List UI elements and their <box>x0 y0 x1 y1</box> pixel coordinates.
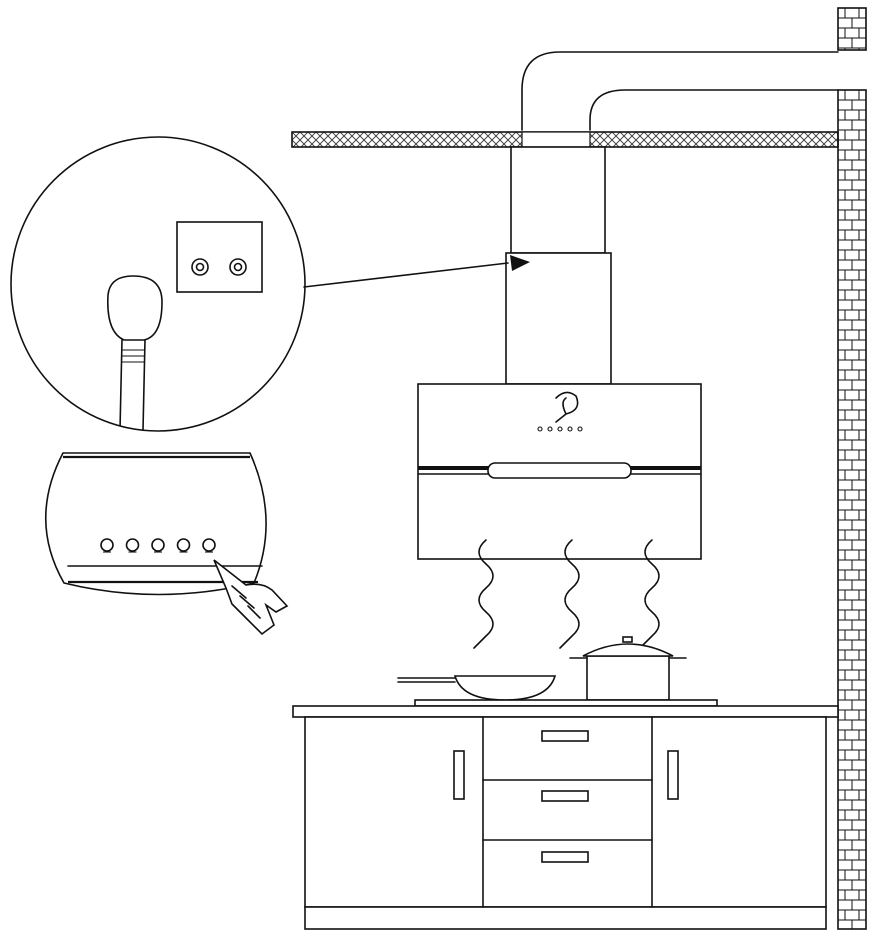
fume-wave <box>639 539 660 649</box>
hood-button <box>557 426 563 432</box>
hood-logo-icon <box>555 391 579 423</box>
arrow-head <box>510 255 530 271</box>
cooking-pot <box>569 636 687 701</box>
wall-socket <box>176 221 263 293</box>
control-button <box>151 538 165 552</box>
drawer-handle <box>541 851 589 863</box>
hood-control-buttons <box>537 426 583 432</box>
fume-wave <box>559 539 580 649</box>
drawer-handle <box>541 730 589 742</box>
control-button <box>125 538 140 552</box>
detail-control-buttons <box>100 538 216 553</box>
detail-pointer-line <box>303 262 509 288</box>
brick-pattern <box>838 89 866 929</box>
frying-pan <box>397 675 557 701</box>
exhaust-duct <box>521 51 839 131</box>
hood-button <box>567 426 573 432</box>
door-handle <box>667 750 679 800</box>
ceiling-slab <box>291 131 839 148</box>
hood-button <box>547 426 553 432</box>
pointing-hand-icon <box>213 559 289 636</box>
power-socket-detail <box>10 136 530 432</box>
hood-button <box>537 426 543 432</box>
rising-fumes <box>473 539 660 649</box>
kitchen-cabinet <box>292 699 839 930</box>
power-plug <box>107 275 163 341</box>
brick-pattern <box>838 7 866 50</box>
door-handle <box>453 750 465 800</box>
range-hood <box>417 383 702 560</box>
drawer-handle <box>541 790 589 802</box>
control-button <box>100 538 114 552</box>
brick-wall <box>837 7 867 930</box>
control-button <box>202 538 216 552</box>
control-panel-detail <box>44 452 267 596</box>
control-button <box>176 538 191 552</box>
hood-button <box>577 426 583 432</box>
cooktop <box>414 699 718 707</box>
hood-chimney <box>505 146 612 385</box>
countertop <box>292 705 839 718</box>
fume-wave <box>473 539 494 649</box>
